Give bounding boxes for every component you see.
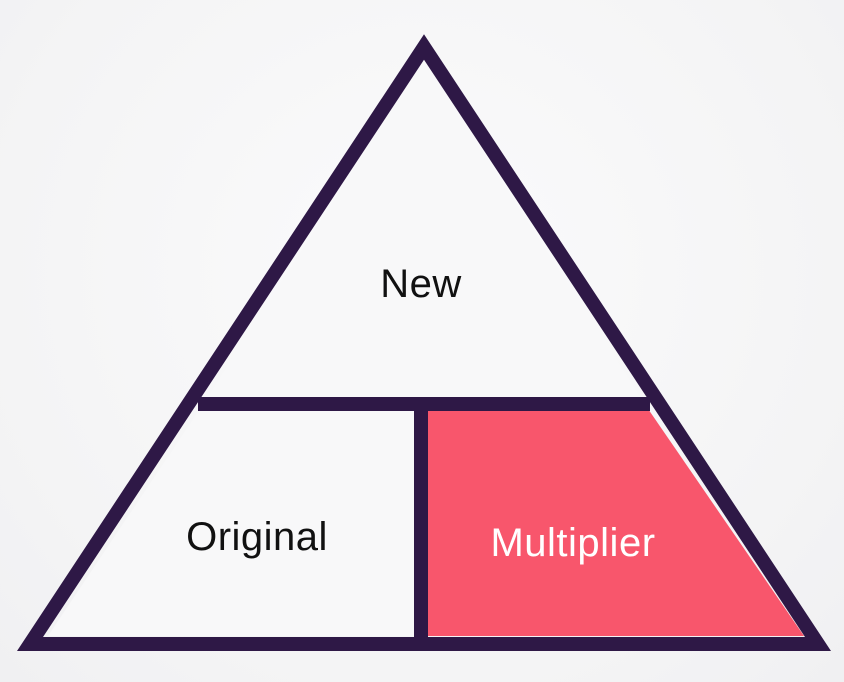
label-multiplier: Multiplier — [490, 521, 655, 565]
top-section — [204, 60, 644, 403]
triangle-outline — [16, 34, 832, 651]
bottom-left-section — [48, 403, 421, 636]
bottom-right-section — [421, 403, 804, 636]
label-new: New — [380, 262, 462, 306]
label-original: Original — [186, 515, 328, 559]
